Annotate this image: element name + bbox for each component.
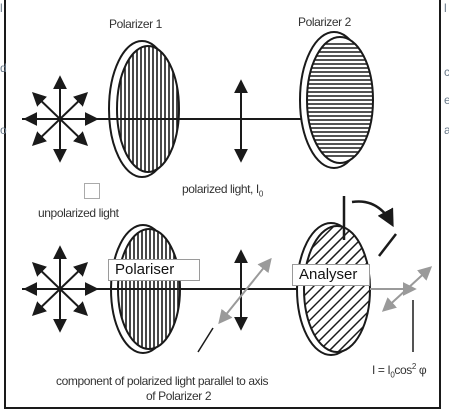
analyser-box-label: Analyser <box>292 264 370 286</box>
unpolarized-light-label: unpolarized light <box>38 206 119 220</box>
polarizer-2-top <box>299 31 374 169</box>
polarizer-1-top <box>108 40 180 178</box>
edge-fragment-right-1: l <box>444 1 447 15</box>
intensity-cos: cos <box>394 363 412 377</box>
component-caption-line1: component of polarized light parallel to… <box>56 374 269 388</box>
edge-fragment-right-4: a <box>444 123 449 137</box>
edge-fragment-left-1: l <box>0 1 3 15</box>
edge-fragment-left-2: d <box>0 61 7 75</box>
intensity-text-1: I = I <box>372 363 391 377</box>
polariser-box-label: Polariser <box>108 259 200 281</box>
polarizer-2-label: Polarizer 2 <box>298 15 351 29</box>
analyser-bottom <box>296 222 371 356</box>
component-arrow-middle <box>218 257 272 325</box>
figure-frame <box>4 0 441 409</box>
intensity-superscript: 2 <box>411 362 416 371</box>
output-component-arrow <box>381 266 433 312</box>
blank-checkbox-square <box>84 183 100 199</box>
edge-fragment-left-3: o <box>0 123 7 137</box>
polarizer-1-label: Polarizer 1 <box>109 17 162 31</box>
intensity-subscript: 0 <box>390 370 395 380</box>
rotation-indicator <box>342 196 397 257</box>
intensity-phi: φ <box>418 363 427 377</box>
polarized-light-text: polarized light, I <box>182 182 259 196</box>
intensity-formula: I = I0cos2 φ <box>372 360 427 382</box>
polarized-light-label: polarized light, I0 <box>182 182 263 201</box>
component-caption-line2: of Polarizer 2 <box>146 389 212 403</box>
component-pointer-line <box>197 327 214 353</box>
edge-fragment-right-2: c <box>444 65 449 79</box>
polarized-light-subscript: 0 <box>258 189 263 199</box>
edge-fragment-right-3: e <box>444 93 449 107</box>
